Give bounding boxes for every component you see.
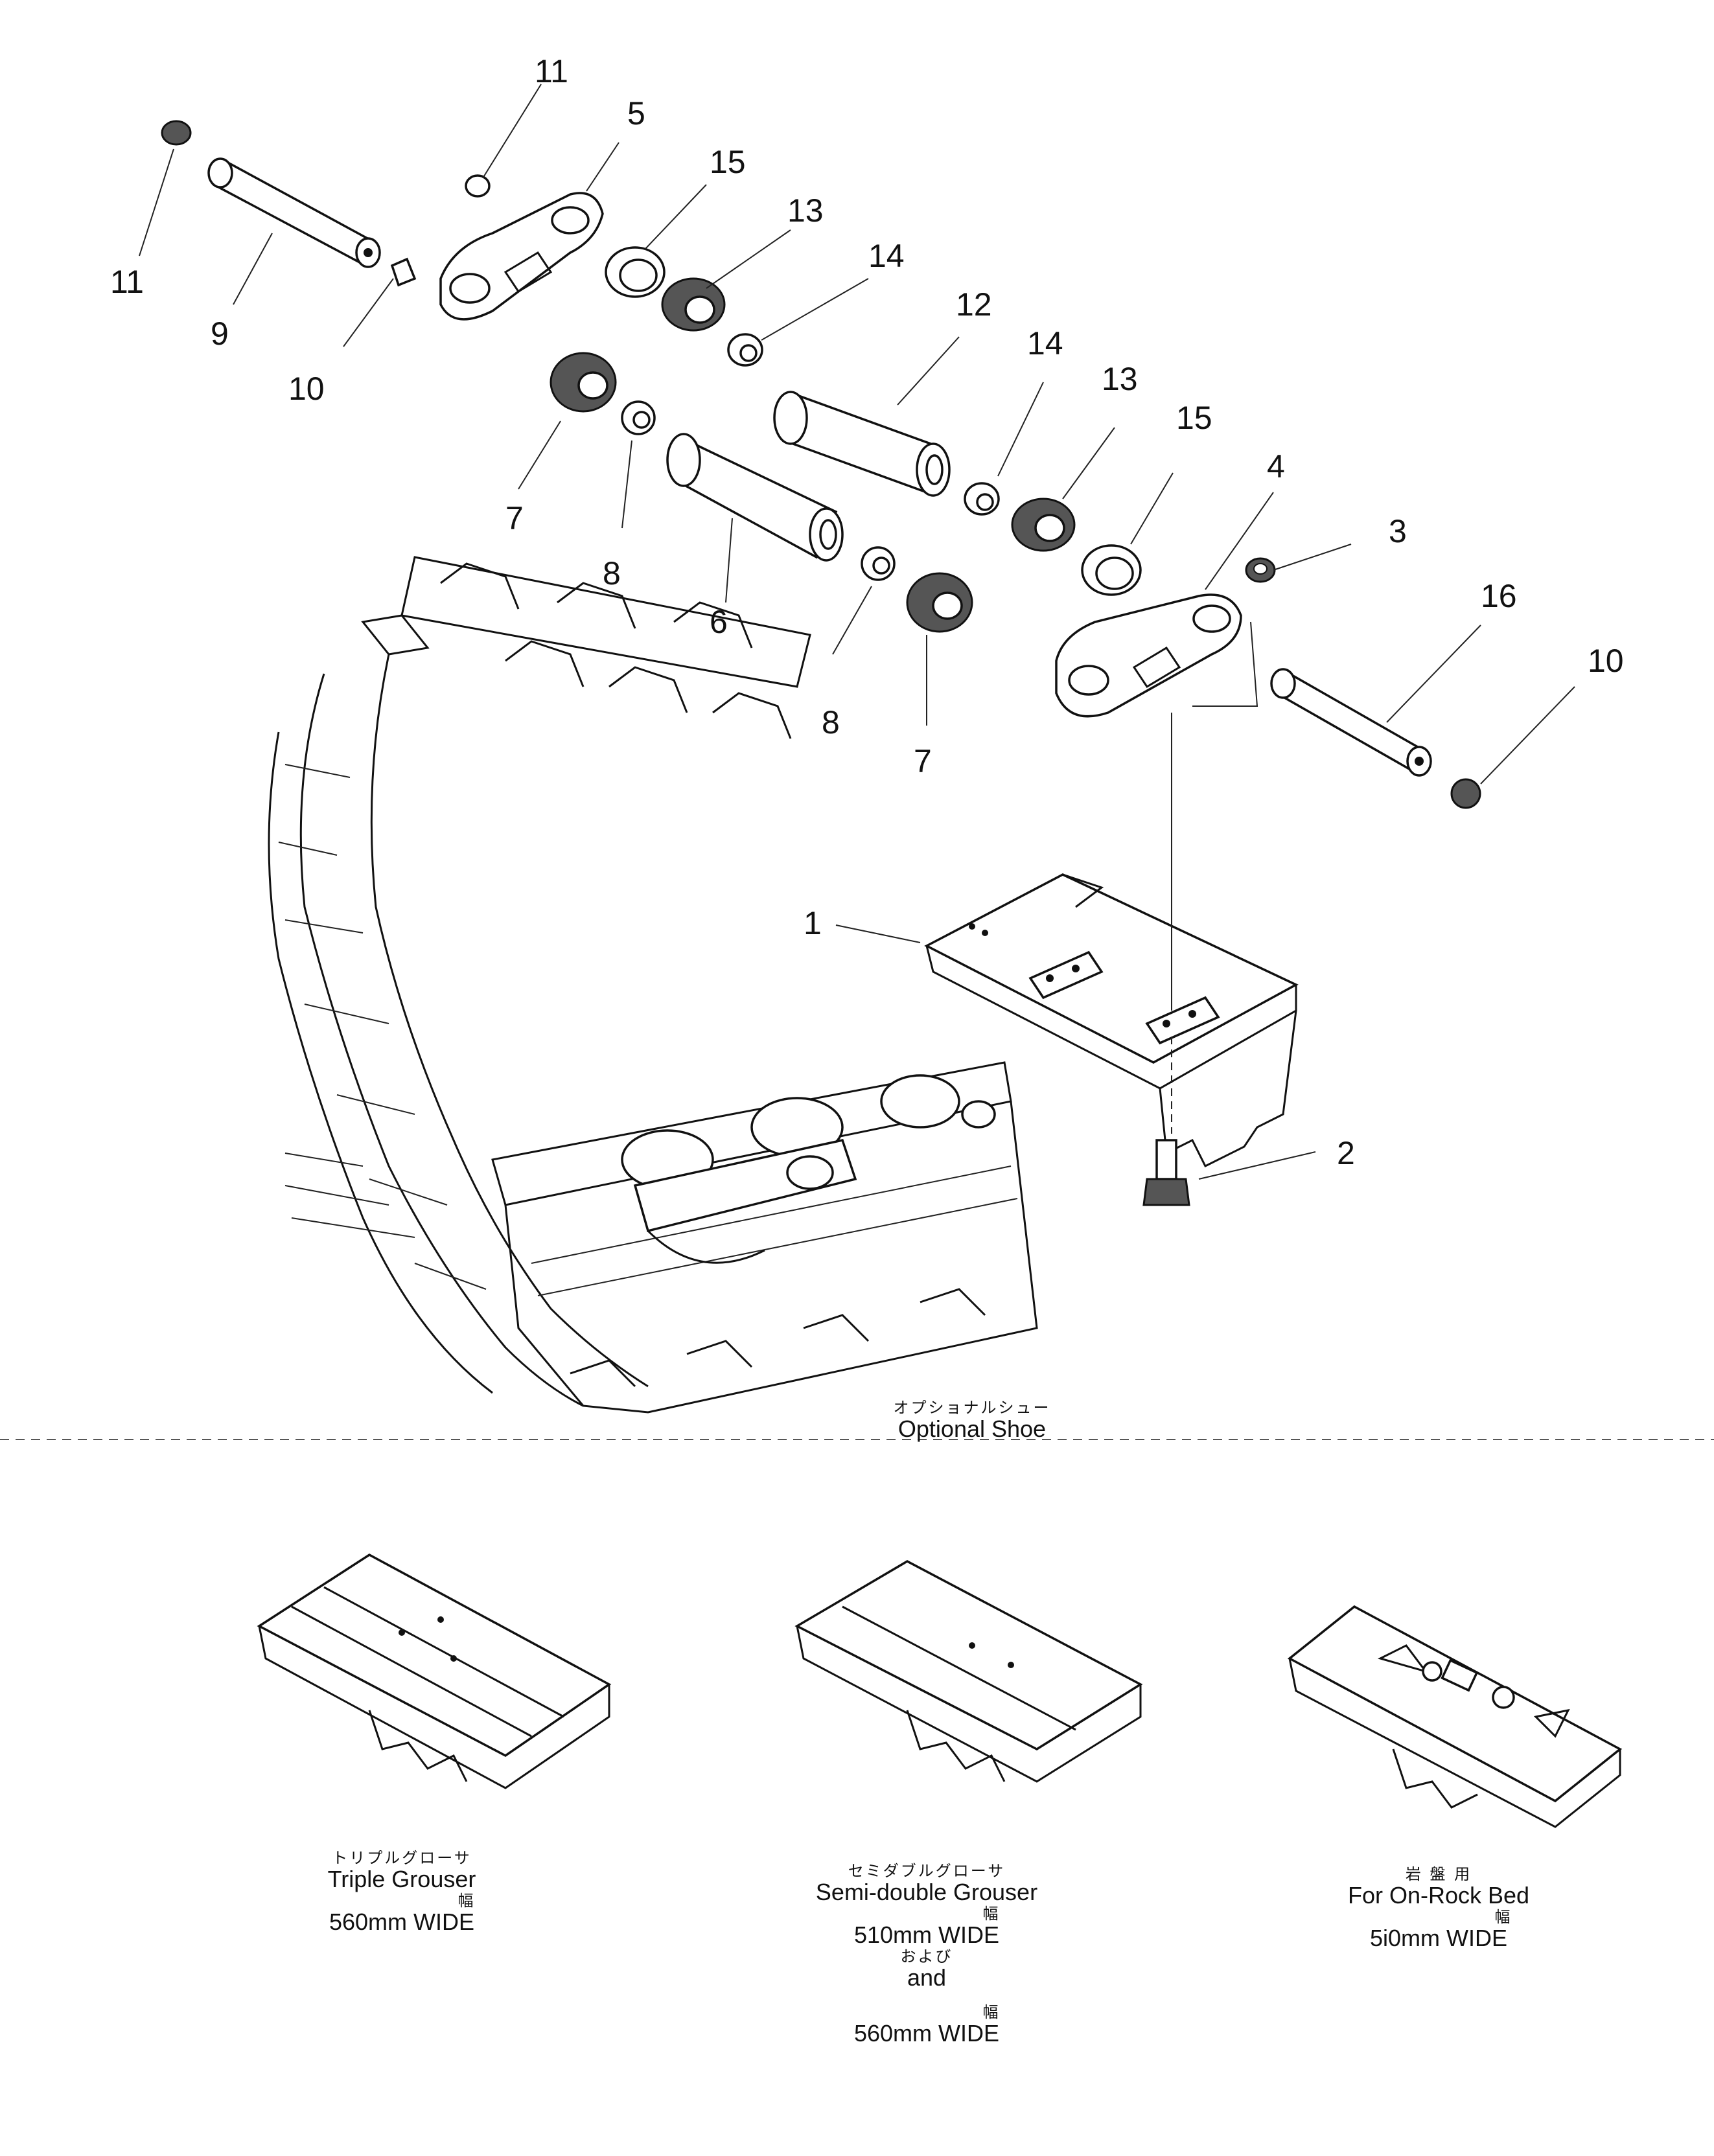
semi-double-and: and [907,1964,947,1991]
callout-5: 5 [627,95,645,132]
on-rock-bed-width: 5i0mm WIDE [1369,1925,1507,1952]
plug-11-left [161,120,192,146]
seal-15-upper [605,246,666,298]
semi-double-grouser-label: セミダブルグローサ Semi-double Grouser 幅 510mm WI… [791,1863,1063,2047]
pin-12 [773,391,951,497]
spacer-8-left [621,400,656,435]
plug-10-left [390,257,417,287]
callout-13: 13 [787,192,824,229]
bolt-2 [1142,1139,1190,1206]
link-4 [1055,593,1258,718]
triple-grouser-width-jp: 幅 [457,1891,476,1910]
on-rock-bed-width-jp: 幅 [1494,1907,1512,1926]
bushing-13-right [1011,498,1076,552]
callout-11: 11 [110,264,144,300]
callout-12: 12 [956,286,992,323]
callout-14: 14 [1027,325,1063,361]
spacer-14-right [964,482,1000,516]
callout-6: 6 [710,604,728,640]
callout-2: 2 [1337,1135,1355,1171]
on-rock-bed-en: For On-Rock Bed [1347,1882,1530,1909]
semi-double-width2: 560mm WIDE [853,2020,1000,2047]
on-rock-bed-jp: 岩 盤 用 [1405,1865,1472,1883]
link-5 [439,192,604,321]
spacer-8-right [861,546,896,581]
callout-15: 15 [1176,400,1212,436]
optional-shoe-en: Optional Shoe [898,1416,1047,1443]
semi-double-width2-jp: 幅 [982,2002,1001,2021]
semi-double-grouser-jp: セミダブルグローサ [848,1862,1006,1880]
plug-10-right [1450,778,1481,809]
seal-15-right [1081,544,1142,596]
callout-7: 7 [505,500,524,536]
plug-11-upper [465,174,491,198]
bushing-7-right [906,572,973,633]
optional-shoe-jp: オプショナルシュー [893,1399,1051,1417]
triple-grouser-jp: トリプルグローサ [332,1849,472,1867]
bushing-13-upper [661,277,726,332]
leader-lines [139,84,1575,1180]
callout-3: 3 [1389,513,1407,549]
triple-grouser-label: トリプルグローサ Triple Grouser 幅 560mm WIDE [285,1850,518,1935]
nut-3 [1245,557,1276,583]
semi-double-width-jp: 幅 [982,1904,1001,1923]
callout-13: 13 [1102,361,1138,397]
callout-10: 10 [1588,643,1624,679]
callout-15: 15 [710,144,746,180]
triple-grouser-en: Triple Grouser [327,1866,476,1893]
bushing-7-left [550,352,617,413]
semi-double-grouser-en: Semi-double Grouser [815,1879,1038,1906]
semi-double-and-jp: および [900,1947,953,1966]
bushing-6 [666,433,844,562]
triple-grouser-width: 560mm WIDE [329,1909,475,1936]
callout-8: 8 [603,555,621,591]
triple-grouser-shoe-drawing [257,1553,612,1789]
callout-9: 9 [211,315,229,352]
semi-double-grouser-shoe-drawing [794,1559,1143,1783]
callout-14: 14 [868,238,905,274]
optional-shoe-label: オプショナルシュー Optional Shoe [868,1399,1076,1442]
on-rock-bed-label: 岩 盤 用 For On-Rock Bed 幅 5i0mm WIDE [1322,1866,1555,1951]
spacer-14-upper [727,333,763,367]
shoe-1 [924,713,1299,1168]
callout-7: 7 [914,743,932,779]
semi-double-width: 510mm WIDE [853,1921,1000,1949]
callout-1: 1 [804,905,822,941]
callout-8: 8 [822,704,840,740]
track-chain-illustration [268,556,1038,1414]
callout-11: 11 [535,53,568,89]
on-rock-bed-shoe-drawing [1287,1605,1623,1828]
pin-9 [207,157,381,268]
callout-4: 4 [1267,448,1285,485]
pin-16 [1270,668,1432,777]
callout-16: 16 [1481,578,1517,614]
callout-10: 10 [288,371,325,407]
